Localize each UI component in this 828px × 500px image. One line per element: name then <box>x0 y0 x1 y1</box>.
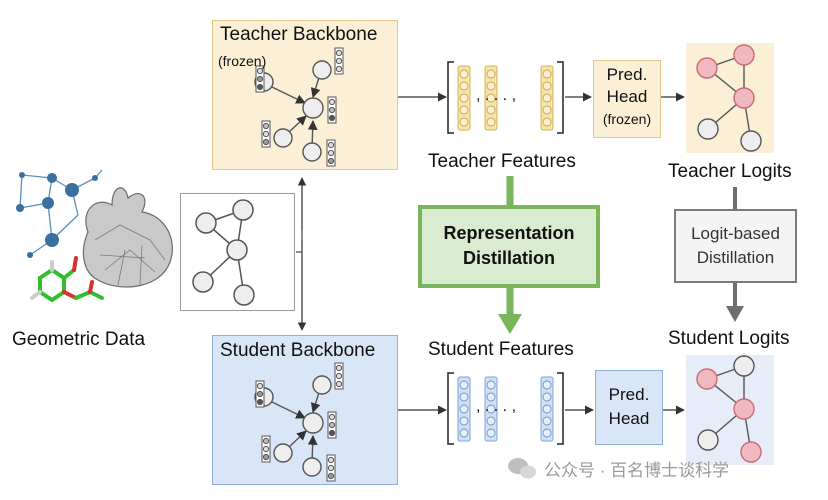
student-backbone-title: Student Backbone <box>220 340 376 361</box>
representation-distillation-box <box>418 205 600 288</box>
teacher-features-label: Teacher Features <box>428 151 576 172</box>
teacher-pred-head-box <box>593 60 661 138</box>
logit-distillation-arrow <box>726 187 744 322</box>
teacher-backbone-frozen-label: (frozen) <box>218 53 267 69</box>
teacher-backbone-title: Teacher Backbone <box>220 24 378 45</box>
logit-distillation-box <box>674 209 797 283</box>
teacher-pred-head-line1: Pred. <box>606 65 648 84</box>
student-pred-head-box <box>595 370 663 445</box>
student-logits-graph <box>696 355 762 463</box>
teacher-pred-head-label: Pred. Head (frozen) <box>593 64 661 130</box>
student-pred-head-label: Pred. Head <box>595 383 663 431</box>
teacher-feature-ellipsis: , . . . , <box>476 87 517 104</box>
teacher-pred-head-line2: Head <box>606 87 648 106</box>
molecule-icon <box>30 256 104 303</box>
wechat-icon <box>508 458 536 479</box>
student-feature-vectors <box>447 372 564 445</box>
student-pred-head-line2: Head <box>608 409 650 428</box>
logit-distillation-line1: Logit-based <box>691 224 780 243</box>
representation-distillation-line1: Representation <box>443 223 575 243</box>
representation-distillation-line2: Distillation <box>462 248 555 268</box>
student-feature-ellipsis: , . . . , <box>476 398 517 415</box>
student-pred-head-line1: Pred. <box>608 385 650 404</box>
representation-distillation-label: Representation Distillation <box>418 221 600 271</box>
network-node-icons <box>16 172 98 258</box>
student-backbone-graph <box>254 362 344 482</box>
input-graph <box>192 199 255 306</box>
student-node-feature-icons <box>255 362 344 482</box>
representation-distillation-arrow <box>498 176 522 334</box>
bunny-mesh-icon <box>82 187 173 288</box>
teacher-logits-label: Teacher Logits <box>668 161 792 182</box>
teacher-feature-vectors <box>447 61 564 134</box>
watermark-text: 公众号 · 百名博士谈科学 <box>544 461 730 480</box>
logit-distillation-label: Logit-based Distillation <box>674 222 797 270</box>
teacher-pred-head-line3: (frozen) <box>602 111 652 127</box>
student-logits-label: Student Logits <box>668 328 790 349</box>
geometric-data-label: Geometric Data <box>12 329 146 350</box>
logit-distillation-line2: Distillation <box>696 248 775 267</box>
teacher-backbone-graph <box>254 47 344 167</box>
teacher-node-feature-icons <box>255 47 344 167</box>
student-features-label: Student Features <box>428 339 574 360</box>
teacher-logits-graph <box>696 44 762 152</box>
